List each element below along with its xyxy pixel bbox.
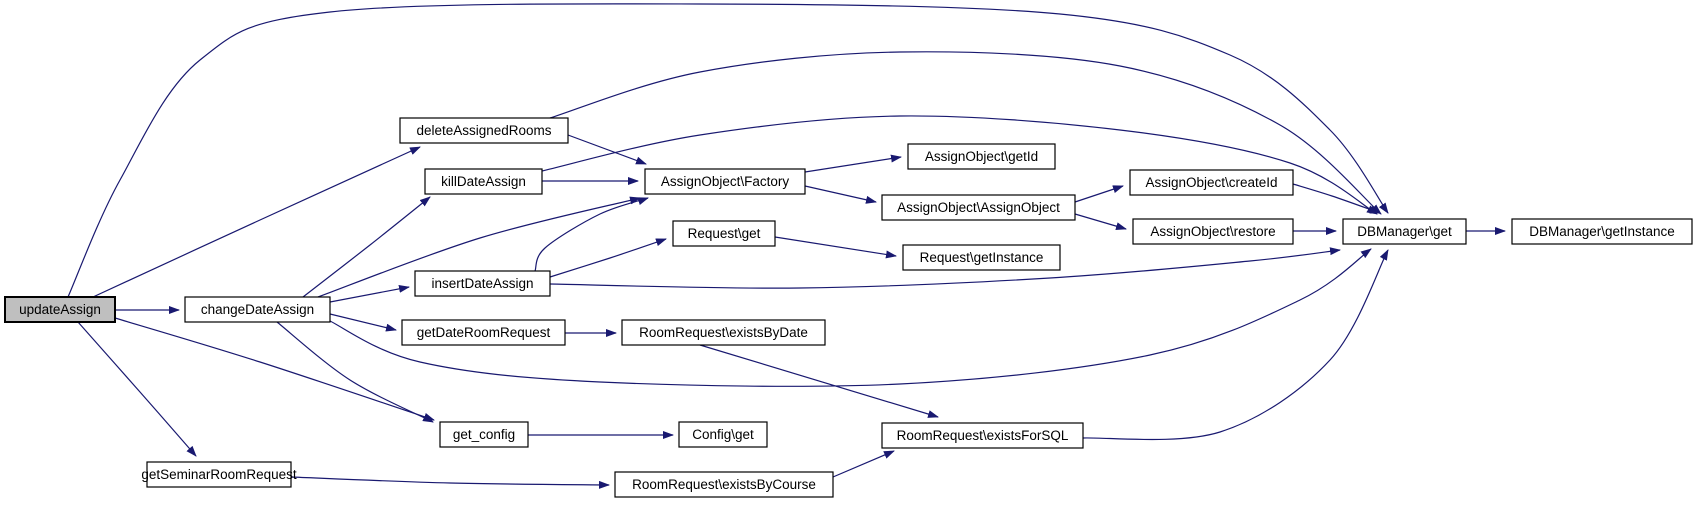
edge-AssignObjectFactory-to-AssignObjectGetId: [804, 154, 902, 173]
node-label-AssignObjectRestore: AssignObject\restore: [1150, 224, 1275, 239]
node-AssignObjectFactory[interactable]: AssignObject\Factory: [644, 168, 806, 195]
edge-RequestGet-to-RequestGetInstance: [774, 236, 897, 259]
node-label-RoomRequestExistsForSQL: RoomRequest\existsForSQL: [897, 428, 1069, 443]
edge-changeDateAssign-to-insertDateAssign: [329, 284, 410, 303]
node-updateAssign[interactable]: updateAssign: [4, 296, 116, 323]
node-DBManagerGet[interactable]: DBManager\get: [1342, 218, 1467, 245]
node-getDateRoomRequest[interactable]: getDateRoomRequest: [401, 319, 566, 346]
edge-changeDateAssign-to-AssignObjectFactory: [317, 196, 641, 298]
node-label-insertDateAssign: insertDateAssign: [431, 276, 533, 291]
node-label-AssignObjectAssignObject: AssignObject\AssignObject: [897, 200, 1060, 215]
node-label-changeDateAssign: changeDateAssign: [201, 302, 314, 317]
edge-updateAssign-to-DBManagerGet: [67, 3, 1389, 298]
edge-RoomRequestExistsForSQL-to-DBManagerGet: [1082, 249, 1389, 441]
node-getSeminarRoomRequest[interactable]: getSeminarRoomRequest: [141, 461, 297, 488]
node-label-AssignObjectCreateId: AssignObject\createId: [1145, 175, 1277, 190]
node-AssignObjectGetId[interactable]: AssignObject\getId: [907, 143, 1056, 170]
node-AssignObjectCreateId[interactable]: AssignObject\createId: [1129, 169, 1294, 196]
edge-getSeminarRoomRequest-to-RoomRequestExistsByCourse: [290, 476, 610, 489]
node-AssignObjectRestore[interactable]: AssignObject\restore: [1132, 218, 1294, 245]
node-ConfigGet[interactable]: Config\get: [678, 421, 768, 448]
node-RoomRequestExistsForSQL[interactable]: RoomRequest\existsForSQL: [881, 422, 1084, 449]
node-killDateAssign[interactable]: killDateAssign: [424, 168, 543, 195]
node-RequestGetInstance[interactable]: Request\getInstance: [902, 244, 1061, 271]
edge-changeDateAssign-to-killDateAssign: [302, 196, 431, 298]
node-label-get_config: get_config: [453, 427, 515, 442]
node-label-RequestGet: Request\get: [688, 226, 761, 241]
edge-updateAssign-to-deleteAssignedRooms: [92, 146, 421, 298]
node-label-getSeminarRoomRequest: getSeminarRoomRequest: [141, 467, 297, 482]
node-AssignObjectAssignObject[interactable]: AssignObject\AssignObject: [881, 194, 1076, 221]
node-label-killDateAssign: killDateAssign: [441, 174, 526, 189]
node-RoomRequestExistsByCourse[interactable]: RoomRequest\existsByCourse: [614, 471, 834, 498]
node-changeDateAssign[interactable]: changeDateAssign: [184, 296, 331, 323]
node-label-RoomRequestExistsByCourse: RoomRequest\existsByCourse: [632, 477, 816, 492]
edge-insertDateAssign-to-DBManagerGet: [549, 247, 1341, 289]
node-label-deleteAssignedRooms: deleteAssignedRooms: [416, 123, 551, 138]
node-label-ConfigGet: Config\get: [692, 427, 754, 442]
edge-killDateAssign-to-DBManagerGet: [541, 115, 1378, 215]
node-label-getDateRoomRequest: getDateRoomRequest: [417, 325, 551, 340]
node-label-AssignObjectFactory: AssignObject\Factory: [661, 174, 790, 189]
node-DBManagerGetInstance[interactable]: DBManager\getInstance: [1511, 218, 1693, 245]
node-deleteAssignedRooms[interactable]: deleteAssignedRooms: [399, 117, 569, 144]
edge-updateAssign-to-get_config: [114, 317, 435, 421]
edge-changeDateAssign-to-get_config: [276, 321, 434, 423]
edge-AssignObjectAssignObject-to-AssignObjectRestore: [1074, 213, 1127, 231]
edge-RoomRequestExistsByDate-to-RoomRequestExistsForSQL: [699, 344, 939, 418]
edge-RoomRequestExistsByCourse-to-RoomRequestExistsForSQL: [832, 450, 895, 478]
edge-AssignObjectAssignObject-to-AssignObjectCreateId: [1074, 185, 1124, 203]
node-label-DBManagerGet: DBManager\get: [1357, 224, 1452, 239]
edge-changeDateAssign-to-getDateRoomRequest: [329, 313, 397, 332]
edge-AssignObjectFactory-to-AssignObjectAssignObject: [804, 185, 877, 204]
node-label-DBManagerGetInstance: DBManager\getInstance: [1529, 224, 1675, 239]
node-RoomRequestExistsByDate[interactable]: RoomRequest\existsByDate: [621, 319, 826, 346]
node-get_config[interactable]: get_config: [439, 421, 529, 448]
edge-insertDateAssign-to-RequestGet: [549, 238, 667, 278]
edge-AssignObjectCreateId-to-DBManagerGet: [1292, 183, 1381, 214]
edge-deleteAssignedRooms-to-DBManagerGet: [549, 51, 1382, 215]
node-label-updateAssign: updateAssign: [19, 302, 101, 317]
node-label-RequestGetInstance: Request\getInstance: [920, 250, 1044, 265]
node-RequestGet[interactable]: Request\get: [672, 220, 776, 247]
node-label-AssignObjectGetId: AssignObject\getId: [925, 149, 1038, 164]
edge-updateAssign-to-getSeminarRoomRequest: [77, 321, 197, 457]
node-label-RoomRequestExistsByDate: RoomRequest\existsByDate: [639, 325, 808, 340]
edge-insertDateAssign-to-AssignObjectFactory: [534, 197, 649, 272]
edge-changeDateAssign-to-DBManagerGet: [327, 248, 1372, 387]
edge-deleteAssignedRooms-to-AssignObjectFactory: [567, 134, 647, 165]
node-insertDateAssign[interactable]: insertDateAssign: [414, 270, 551, 297]
